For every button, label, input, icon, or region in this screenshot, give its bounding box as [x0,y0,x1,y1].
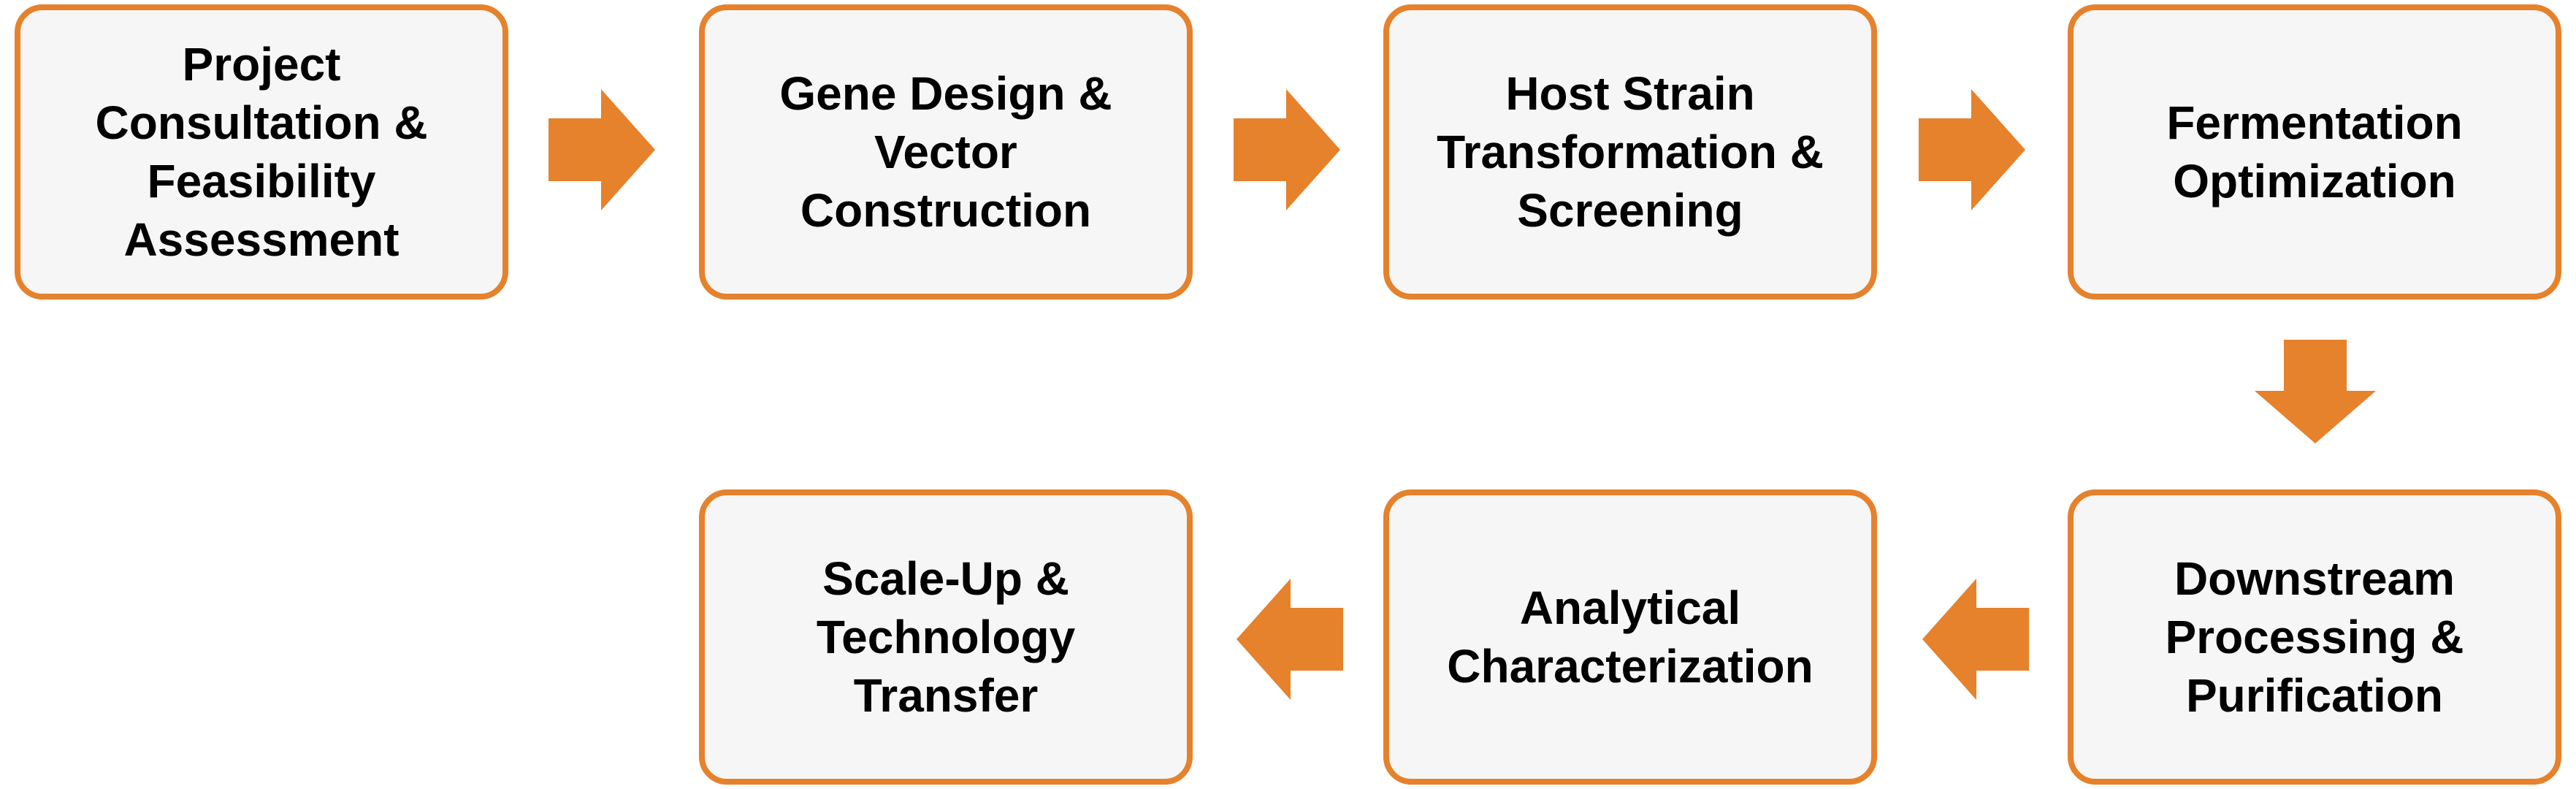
step-box-host-strain: Host Strain Transformation & Screening [1383,4,1877,300]
step-box-gene-design: Gene Design & Vector Construction [699,4,1193,300]
arrow-right-icon [549,89,655,210]
step-box-analytical-characterization: Analytical Characterization [1383,489,1877,785]
step-label: Project Consultation & Feasibility Asses… [95,38,428,266]
arrow-right-icon [1919,89,2025,210]
arrow-right-icon [1234,89,1340,210]
arrow-left-icon [1922,579,2029,700]
step-label: Host Strain Transformation & Screening [1437,67,1824,237]
arrow-left-icon [1237,579,1343,700]
step-label: Scale-Up & Technology Transfer [816,552,1076,722]
arrow-down-icon [2255,340,2376,443]
step-box-downstream-processing: Downstream Processing & Purification [2068,489,2561,785]
step-label: Fermentation Optimization [2166,96,2463,207]
step-label: Gene Design & Vector Construction [779,67,1112,237]
step-box-fermentation: Fermentation Optimization [2068,4,2561,300]
step-label: Analytical Characterization [1447,582,1813,693]
step-box-scale-up: Scale-Up & Technology Transfer [699,489,1193,785]
step-label: Downstream Processing & Purification [2165,552,2464,722]
step-box-project-consultation: Project Consultation & Feasibility Asses… [15,4,508,300]
